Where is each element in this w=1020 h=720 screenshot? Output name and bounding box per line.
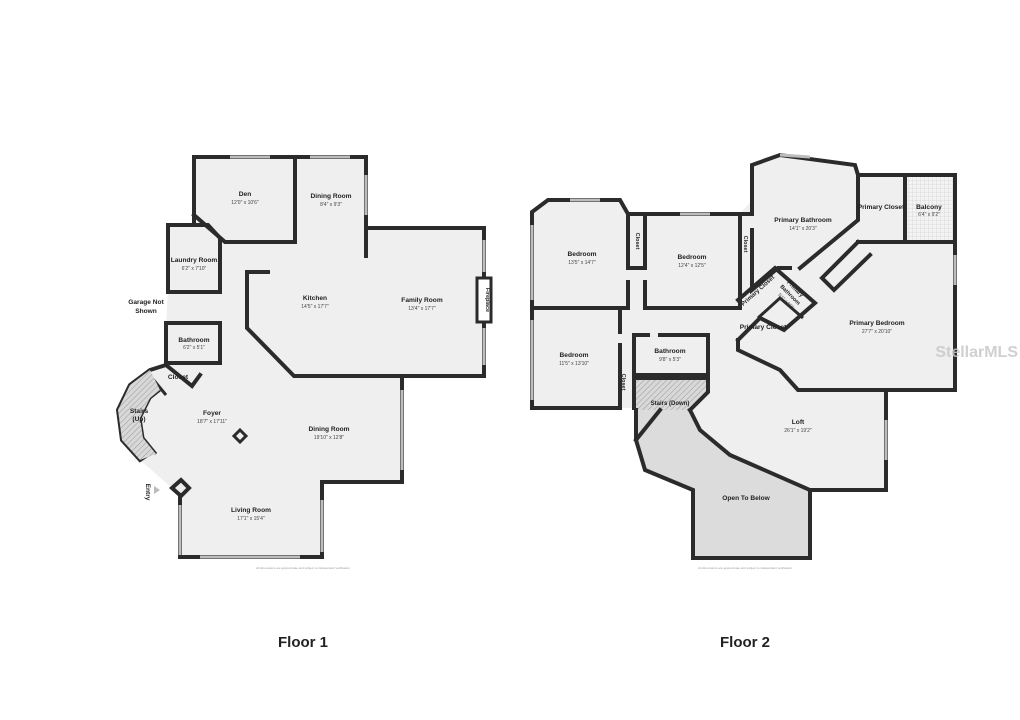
watermark-logo: StellarMLS [935, 344, 1018, 361]
f1-bathroom-label: Bathroom [178, 337, 209, 344]
f2-closet2-label: Closet [742, 236, 748, 253]
f2-closet1-label: Closet [634, 233, 640, 250]
f1-stairs-label-1: Stairs [130, 408, 149, 415]
f2-primary-bedroom-dim: 27'7" x 20'10" [862, 329, 892, 335]
f1-disclaimer: All dimensions are approximate and subje… [256, 566, 350, 570]
f1-fireplace-label: Fireplace [484, 288, 490, 312]
f1-dining-small-dim: 8'4" x 9'3" [320, 202, 342, 208]
f1-garage-label-2: Shown [135, 308, 157, 315]
f2-bedroom3-dim: 11'5" x 13'10" [559, 361, 589, 367]
f1-family-label: Family Room [401, 297, 443, 304]
f2-bedroom2-dim: 12'4" x 12'5" [678, 263, 706, 269]
f1-foyer-label: Foyer [203, 410, 221, 417]
f2-balcony-dim: 6'4" x 9'2" [918, 212, 940, 218]
f1-den-dim: 12'0" x 10'6" [231, 200, 259, 206]
f2-primary-bedroom-label: Primary Bedroom [849, 320, 904, 327]
f1-entry-label: Entry [144, 484, 151, 501]
floor-1-plan: Den 12'0" x 10'6" Dining Room 8'4" x 9'3… [115, 155, 493, 570]
f2-bedroom1-label: Bedroom [568, 251, 597, 258]
f1-living-label: Living Room [231, 507, 271, 514]
f2-primary-bath-dim: 14'1" x 20'3" [789, 226, 817, 232]
f2-primary-closet-top-label: Primary Closet [858, 204, 905, 211]
f1-living-dim: 17'1" x 15'4" [237, 516, 265, 522]
f1-kitchen-dim: 14'5" x 17'7" [301, 304, 329, 310]
f2-disclaimer: All dimensions are approximate and subje… [698, 566, 792, 570]
f2-bathroom-label: Bathroom [654, 348, 685, 355]
floor-2-caption: Floor 2 [719, 634, 771, 651]
f1-dining-large-label: Dining Room [308, 426, 349, 433]
f1-laundry-label: Laundry Room [171, 257, 218, 264]
f2-closet3-label: Closet [620, 374, 626, 391]
floor-1-caption: Floor 1 [277, 634, 329, 651]
f2-bedroom2-label: Bedroom [678, 254, 707, 261]
f1-closet-label: Closet [168, 374, 189, 381]
f1-bathroom-dim: 6'2" x 5'1" [183, 345, 205, 351]
f2-primary-closet-low-label: Primary Closet [740, 324, 787, 331]
floor-2-plan: Bedroom 13'5" x 14'7" Closet Bedroom 12'… [530, 152, 957, 570]
f2-bedroom1-dim: 13'5" x 14'7" [568, 260, 596, 266]
f1-den-label: Den [239, 191, 251, 198]
f2-stairs-label: Stairs (Down) [651, 401, 690, 407]
f2-bathroom-dim: 9'8" x 5'3" [659, 357, 681, 363]
f2-open-to-below-label: Open To Below [722, 495, 770, 502]
f1-foyer-dim: 18'7" x 17'11" [197, 419, 227, 425]
f2-bedroom3-label: Bedroom [560, 352, 589, 359]
f2-loft-label: Loft [792, 419, 805, 426]
f1-stairs-label-2: (Up) [132, 416, 145, 423]
f1-garage-label-1: Garage Not [128, 299, 164, 306]
f2-balcony-label: Balcony [916, 204, 942, 211]
f1-kitchen-label: Kitchen [303, 295, 327, 302]
f1-dining-large-dim: 19'10" x 12'8" [314, 435, 344, 441]
f1-family-dim: 13'4" x 17'7" [408, 306, 436, 312]
f2-loft-dim: 26'1" x 19'2" [784, 428, 812, 434]
f1-dining-small-label: Dining Room [310, 193, 351, 200]
f2-primary-bath-label: Primary Bathroom [774, 217, 832, 224]
f1-laundry-dim: 6'2" x 7'10" [182, 266, 207, 272]
